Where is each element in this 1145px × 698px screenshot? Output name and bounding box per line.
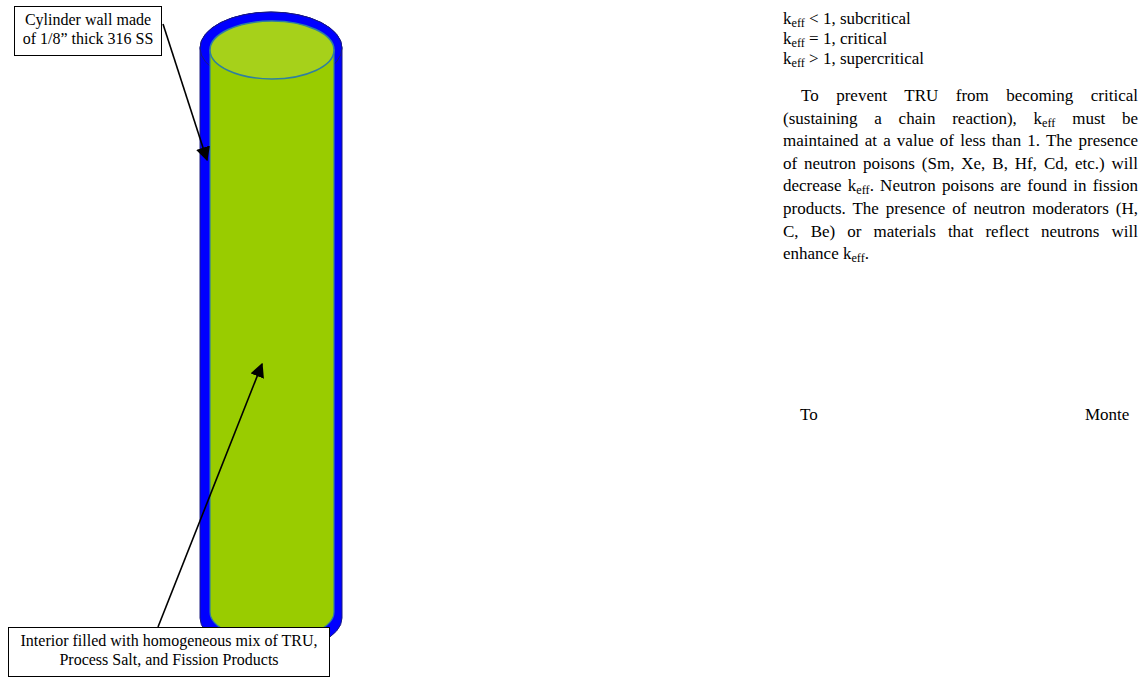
text-line: keff > 1, supercritical [783,49,1123,69]
body-paragraph: To prevent TRU from becoming critical (s… [783,85,1138,266]
callout-box: Cylinder wall made of 1/8” thick 316 SS [14,6,162,56]
interior-top [210,21,334,79]
leader-arrow [158,364,262,627]
callout-text: Interior filled with homogeneous mix of … [15,632,323,670]
text-line: Monte [1085,405,1140,425]
text-line: keff < 1, subcritical [783,9,1123,29]
callout-text: Cylinder wall made of 1/8” thick 316 SS [21,11,155,49]
text-line: To [800,405,840,425]
leader-arrow [163,24,207,160]
cylinder [200,12,342,652]
cylinder-wall [200,12,342,652]
text-line: keff = 1, critical [783,29,1123,49]
callout-box: Interior filled with homogeneous mix of … [8,627,330,677]
cylinder-interior [210,50,334,640]
